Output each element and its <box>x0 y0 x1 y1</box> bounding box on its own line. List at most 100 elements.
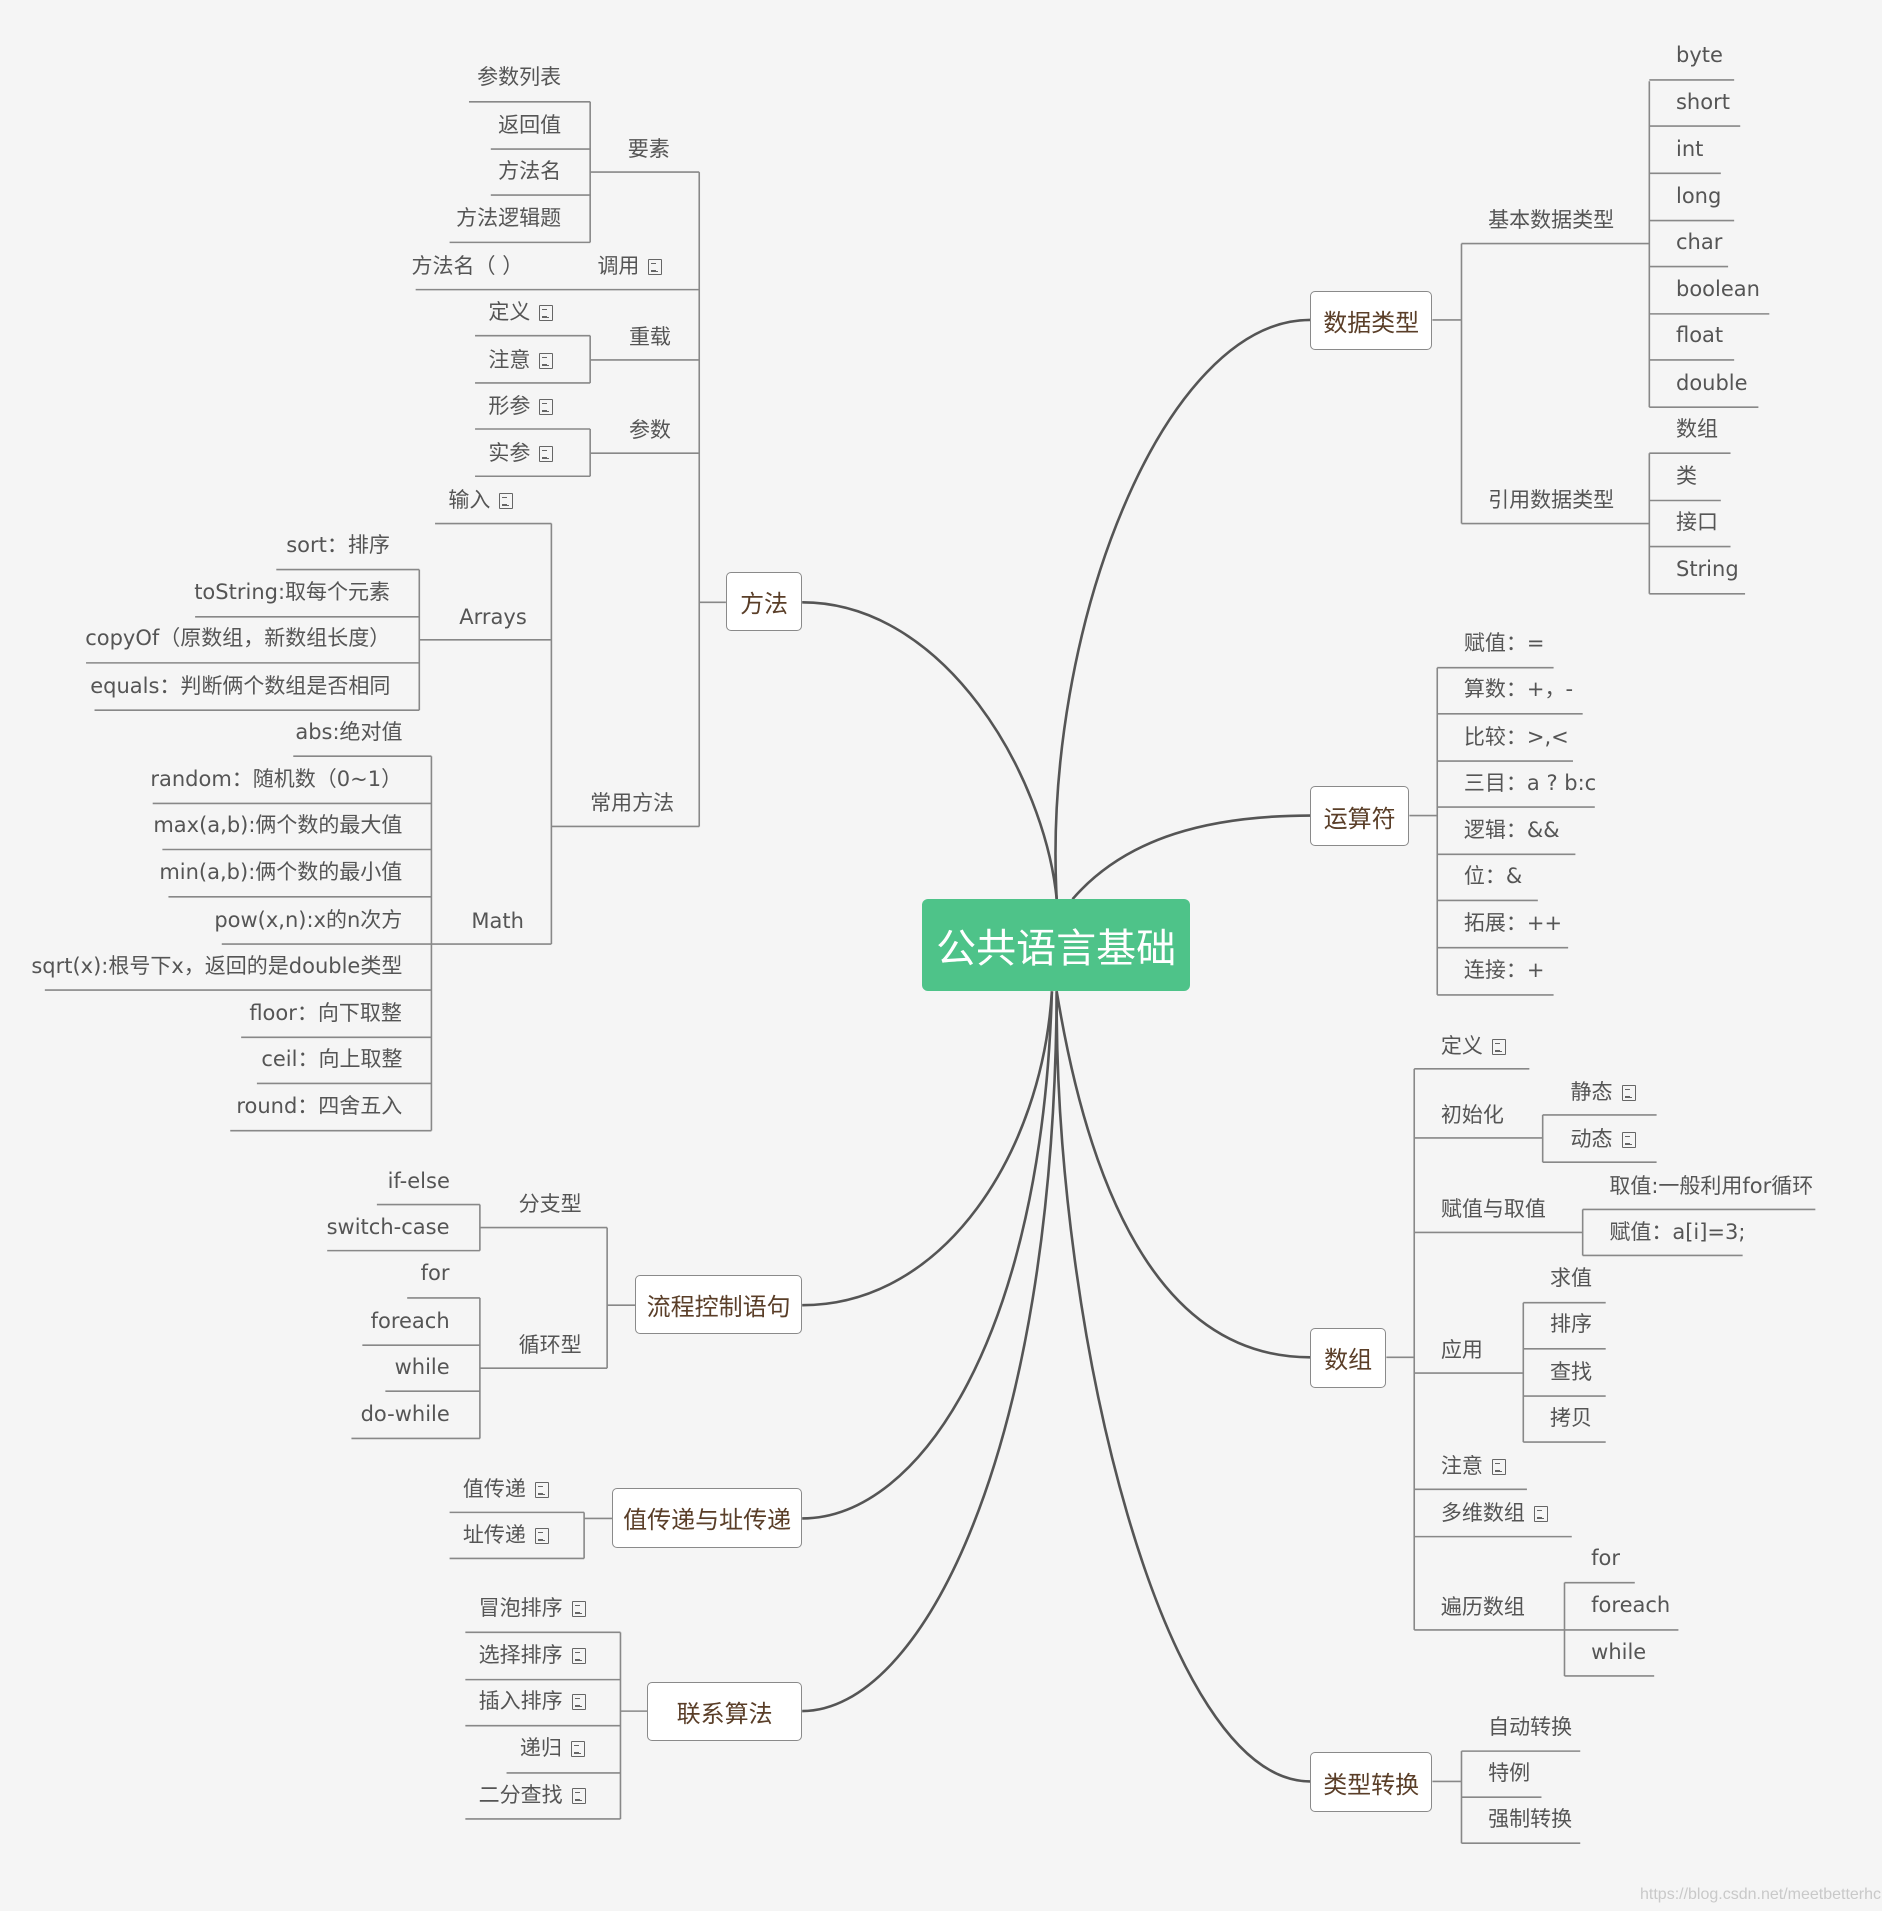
topic-node[interactable]: switch-case <box>327 1217 450 1238</box>
topic-node[interactable]: copyOf（原数组，新数组长度） <box>85 628 390 649</box>
topic-node[interactable]: 方法名 <box>498 160 561 182</box>
topic-node[interactable]: 类 <box>1676 466 1697 487</box>
topic-node[interactable]: 调用 <box>597 256 663 277</box>
branch-operators[interactable]: 运算符 <box>1310 786 1410 846</box>
topic-node[interactable]: for <box>421 1263 450 1284</box>
branch-arrays[interactable]: 数组 <box>1310 1328 1387 1388</box>
topic-node[interactable]: random：随机数（0~1） <box>150 768 402 790</box>
topic-node[interactable]: 返回值 <box>498 114 561 136</box>
branch-methods[interactable]: 方法 <box>725 571 803 632</box>
topic-node[interactable]: 遍历数组 <box>1441 1596 1525 1618</box>
topic-node[interactable]: 动态 <box>1571 1128 1636 1150</box>
topic-node[interactable]: 静态 <box>1571 1081 1636 1103</box>
topic-node[interactable]: while <box>395 1356 450 1378</box>
branch-type-conversion[interactable]: 类型转换 <box>1310 1752 1433 1812</box>
topic-node[interactable]: long <box>1676 186 1721 207</box>
topic-node[interactable]: 求值 <box>1550 1268 1592 1289</box>
note-icon[interactable] <box>1533 1506 1548 1523</box>
topic-node[interactable]: 递归 <box>520 1738 585 1759</box>
topic-node[interactable]: Math <box>471 910 524 932</box>
topic-node[interactable]: double <box>1676 372 1748 394</box>
topic-node[interactable]: 基本数据类型 <box>1488 210 1614 231</box>
topic-node[interactable]: 赋值与取值 <box>1441 1199 1546 1220</box>
topic-node[interactable]: 拷贝 <box>1550 1407 1592 1429</box>
topic-node[interactable]: 算数：+，- <box>1464 679 1573 700</box>
topic-node[interactable]: 接口 <box>1676 512 1718 533</box>
branch-algorithms[interactable]: 联系算法 <box>647 1682 803 1742</box>
topic-node[interactable]: 注意 <box>1441 1456 1506 1477</box>
topic-node[interactable]: int <box>1676 138 1703 160</box>
topic-node[interactable]: foreach <box>1591 1595 1670 1616</box>
topic-node[interactable]: 特例 <box>1488 1762 1530 1784</box>
topic-node[interactable]: 参数 <box>629 419 671 441</box>
topic-node[interactable]: max(a,b):俩个数的最大值 <box>153 815 402 836</box>
branch-data-types[interactable]: 数据类型 <box>1310 290 1433 351</box>
topic-node[interactable]: while <box>1591 1641 1646 1663</box>
note-icon[interactable] <box>571 1600 586 1617</box>
topic-node[interactable]: 自动转换 <box>1488 1716 1572 1738</box>
topic-node[interactable]: if-else <box>388 1171 450 1192</box>
note-icon[interactable] <box>571 1694 586 1711</box>
topic-node[interactable]: toString:取每个元素 <box>194 582 390 603</box>
topic-node[interactable]: 形参 <box>488 395 554 417</box>
note-icon[interactable] <box>1621 1084 1636 1101</box>
note-icon[interactable] <box>539 445 554 462</box>
topic-node[interactable]: 参数列表 <box>477 67 561 88</box>
method-group-label[interactable]: 要素 <box>628 138 670 160</box>
topic-node[interactable]: 三目：a ? b:c <box>1464 772 1596 794</box>
topic-node[interactable]: 赋值：a[i]=3; <box>1609 1222 1745 1243</box>
topic-node[interactable]: 排序 <box>1550 1314 1592 1335</box>
topic-node[interactable]: for <box>1591 1548 1620 1569</box>
note-icon[interactable] <box>571 1787 586 1804</box>
topic-node[interactable]: 数组 <box>1676 418 1718 440</box>
branch-value-passing[interactable]: 值传递与址传递 <box>611 1488 803 1548</box>
topic-node[interactable]: floor：向下取整 <box>249 1002 402 1024</box>
branch-flow-control[interactable]: 流程控制语句 <box>635 1274 803 1335</box>
topic-node[interactable]: 引用数据类型 <box>1488 490 1614 511</box>
topic-node[interactable]: byte <box>1676 45 1723 66</box>
topic-node[interactable]: float <box>1676 325 1723 346</box>
note-icon[interactable] <box>1491 1038 1506 1055</box>
topic-node[interactable]: sqrt(x):根号下x，返回的是double类型 <box>31 955 402 977</box>
topic-node[interactable]: 定义 <box>1441 1035 1506 1057</box>
note-icon[interactable] <box>570 1741 585 1758</box>
central-topic[interactable]: 公共语言基础 <box>922 899 1191 992</box>
topic-node[interactable]: sort：排序 <box>286 535 390 556</box>
topic-node[interactable]: 实参 <box>488 442 554 464</box>
topic-node[interactable]: 循环型 <box>519 1334 582 1356</box>
topic-node[interactable]: 重载 <box>629 326 671 348</box>
note-icon[interactable] <box>539 305 554 322</box>
topic-node[interactable]: min(a,b):俩个数的最小值 <box>159 862 402 883</box>
topic-node[interactable]: equals：判断俩个数组是否相同 <box>90 675 390 697</box>
note-icon[interactable] <box>534 1528 549 1545</box>
note-icon[interactable] <box>499 493 514 510</box>
topic-node[interactable]: short <box>1676 91 1730 113</box>
topic-node[interactable]: 连接：+ <box>1464 960 1545 981</box>
topic-node[interactable]: 方法名（ ） <box>412 256 524 277</box>
topic-node[interactable]: 冒泡排序 <box>479 1597 586 1619</box>
topic-node[interactable]: foreach <box>371 1310 450 1332</box>
topic-node[interactable]: 拓展：++ <box>1464 913 1562 934</box>
topic-node[interactable]: 二分查找 <box>479 1784 586 1806</box>
topic-node[interactable]: 插入排序 <box>479 1691 586 1712</box>
topic-node[interactable]: 位：& <box>1464 865 1522 887</box>
note-icon[interactable] <box>539 398 554 415</box>
note-icon[interactable] <box>1491 1459 1506 1476</box>
topic-node[interactable]: boolean <box>1676 279 1760 300</box>
topic-node[interactable]: Arrays <box>459 606 527 628</box>
topic-node[interactable]: 赋值：= <box>1464 633 1545 654</box>
topic-node[interactable]: 注意 <box>488 349 554 371</box>
note-icon[interactable] <box>571 1648 586 1665</box>
topic-node[interactable]: 查找 <box>1550 1361 1592 1383</box>
topic-node[interactable]: do-while <box>361 1403 450 1425</box>
topic-node[interactable]: abs:绝对值 <box>295 721 402 743</box>
topic-node[interactable]: 取值:一般利用for循环 <box>1609 1176 1813 1197</box>
topic-node[interactable]: 选择排序 <box>479 1645 586 1666</box>
note-icon[interactable] <box>539 352 554 369</box>
topic-node[interactable]: 分支型 <box>519 1194 582 1215</box>
topic-node[interactable]: 多维数组 <box>1441 1503 1548 1524</box>
note-icon[interactable] <box>1621 1131 1636 1148</box>
topic-node[interactable]: 应用 <box>1441 1339 1483 1361</box>
topic-node[interactable]: 址传递 <box>463 1525 549 1546</box>
topic-node[interactable]: round：四舍五入 <box>236 1096 402 1117</box>
